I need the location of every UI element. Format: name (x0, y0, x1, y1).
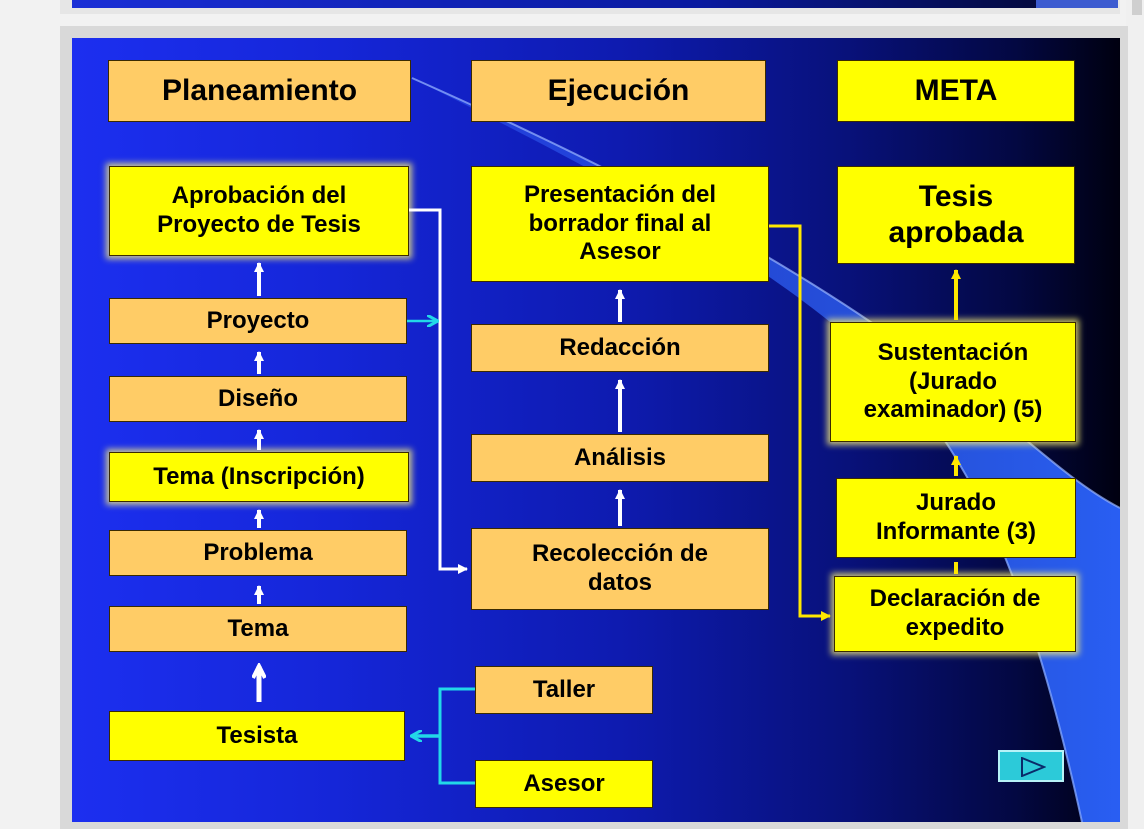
writing-box: Redacción (471, 324, 769, 372)
defense-box: Sustentación (Jurado examinador) (5) (830, 322, 1076, 442)
play-triangle-icon (1021, 757, 1046, 777)
slide-canvas: Planeamiento Ejecución META Aprobación d… (72, 38, 1120, 822)
previous-slide-edge (72, 0, 1118, 8)
reporting-jury-box: Jurado Informante (3) (836, 478, 1076, 558)
draft-presentation-box: Presentación del borrador final al Aseso… (471, 166, 769, 282)
previous-slide-tab (1036, 0, 1118, 8)
problem-box: Problema (109, 530, 407, 576)
clearance-box: Declaración de expedito (834, 576, 1076, 652)
approved-thesis-box: Tesis aprobada (837, 166, 1075, 264)
topic-box: Tema (109, 606, 407, 652)
scrollbar[interactable] (1126, 0, 1144, 829)
analysis-box: Análisis (471, 434, 769, 482)
design-box: Diseño (109, 376, 407, 422)
workshop-box: Taller (475, 666, 653, 714)
data-collection-box: Recolección de datos (471, 528, 769, 610)
project-box: Proyecto (109, 298, 407, 344)
scrollbar-thumb[interactable] (1132, 0, 1142, 15)
header-goal: META (837, 60, 1075, 122)
header-planning: Planeamiento (108, 60, 411, 122)
advisor-box: Asesor (475, 760, 653, 808)
header-execution: Ejecución (471, 60, 766, 122)
approval-box: Aprobación del Proyecto de Tesis (109, 166, 409, 256)
topic-registration-box: Tema (Inscripción) (109, 452, 409, 502)
next-slide-button[interactable] (998, 750, 1064, 782)
student-box: Tesista (109, 711, 405, 761)
